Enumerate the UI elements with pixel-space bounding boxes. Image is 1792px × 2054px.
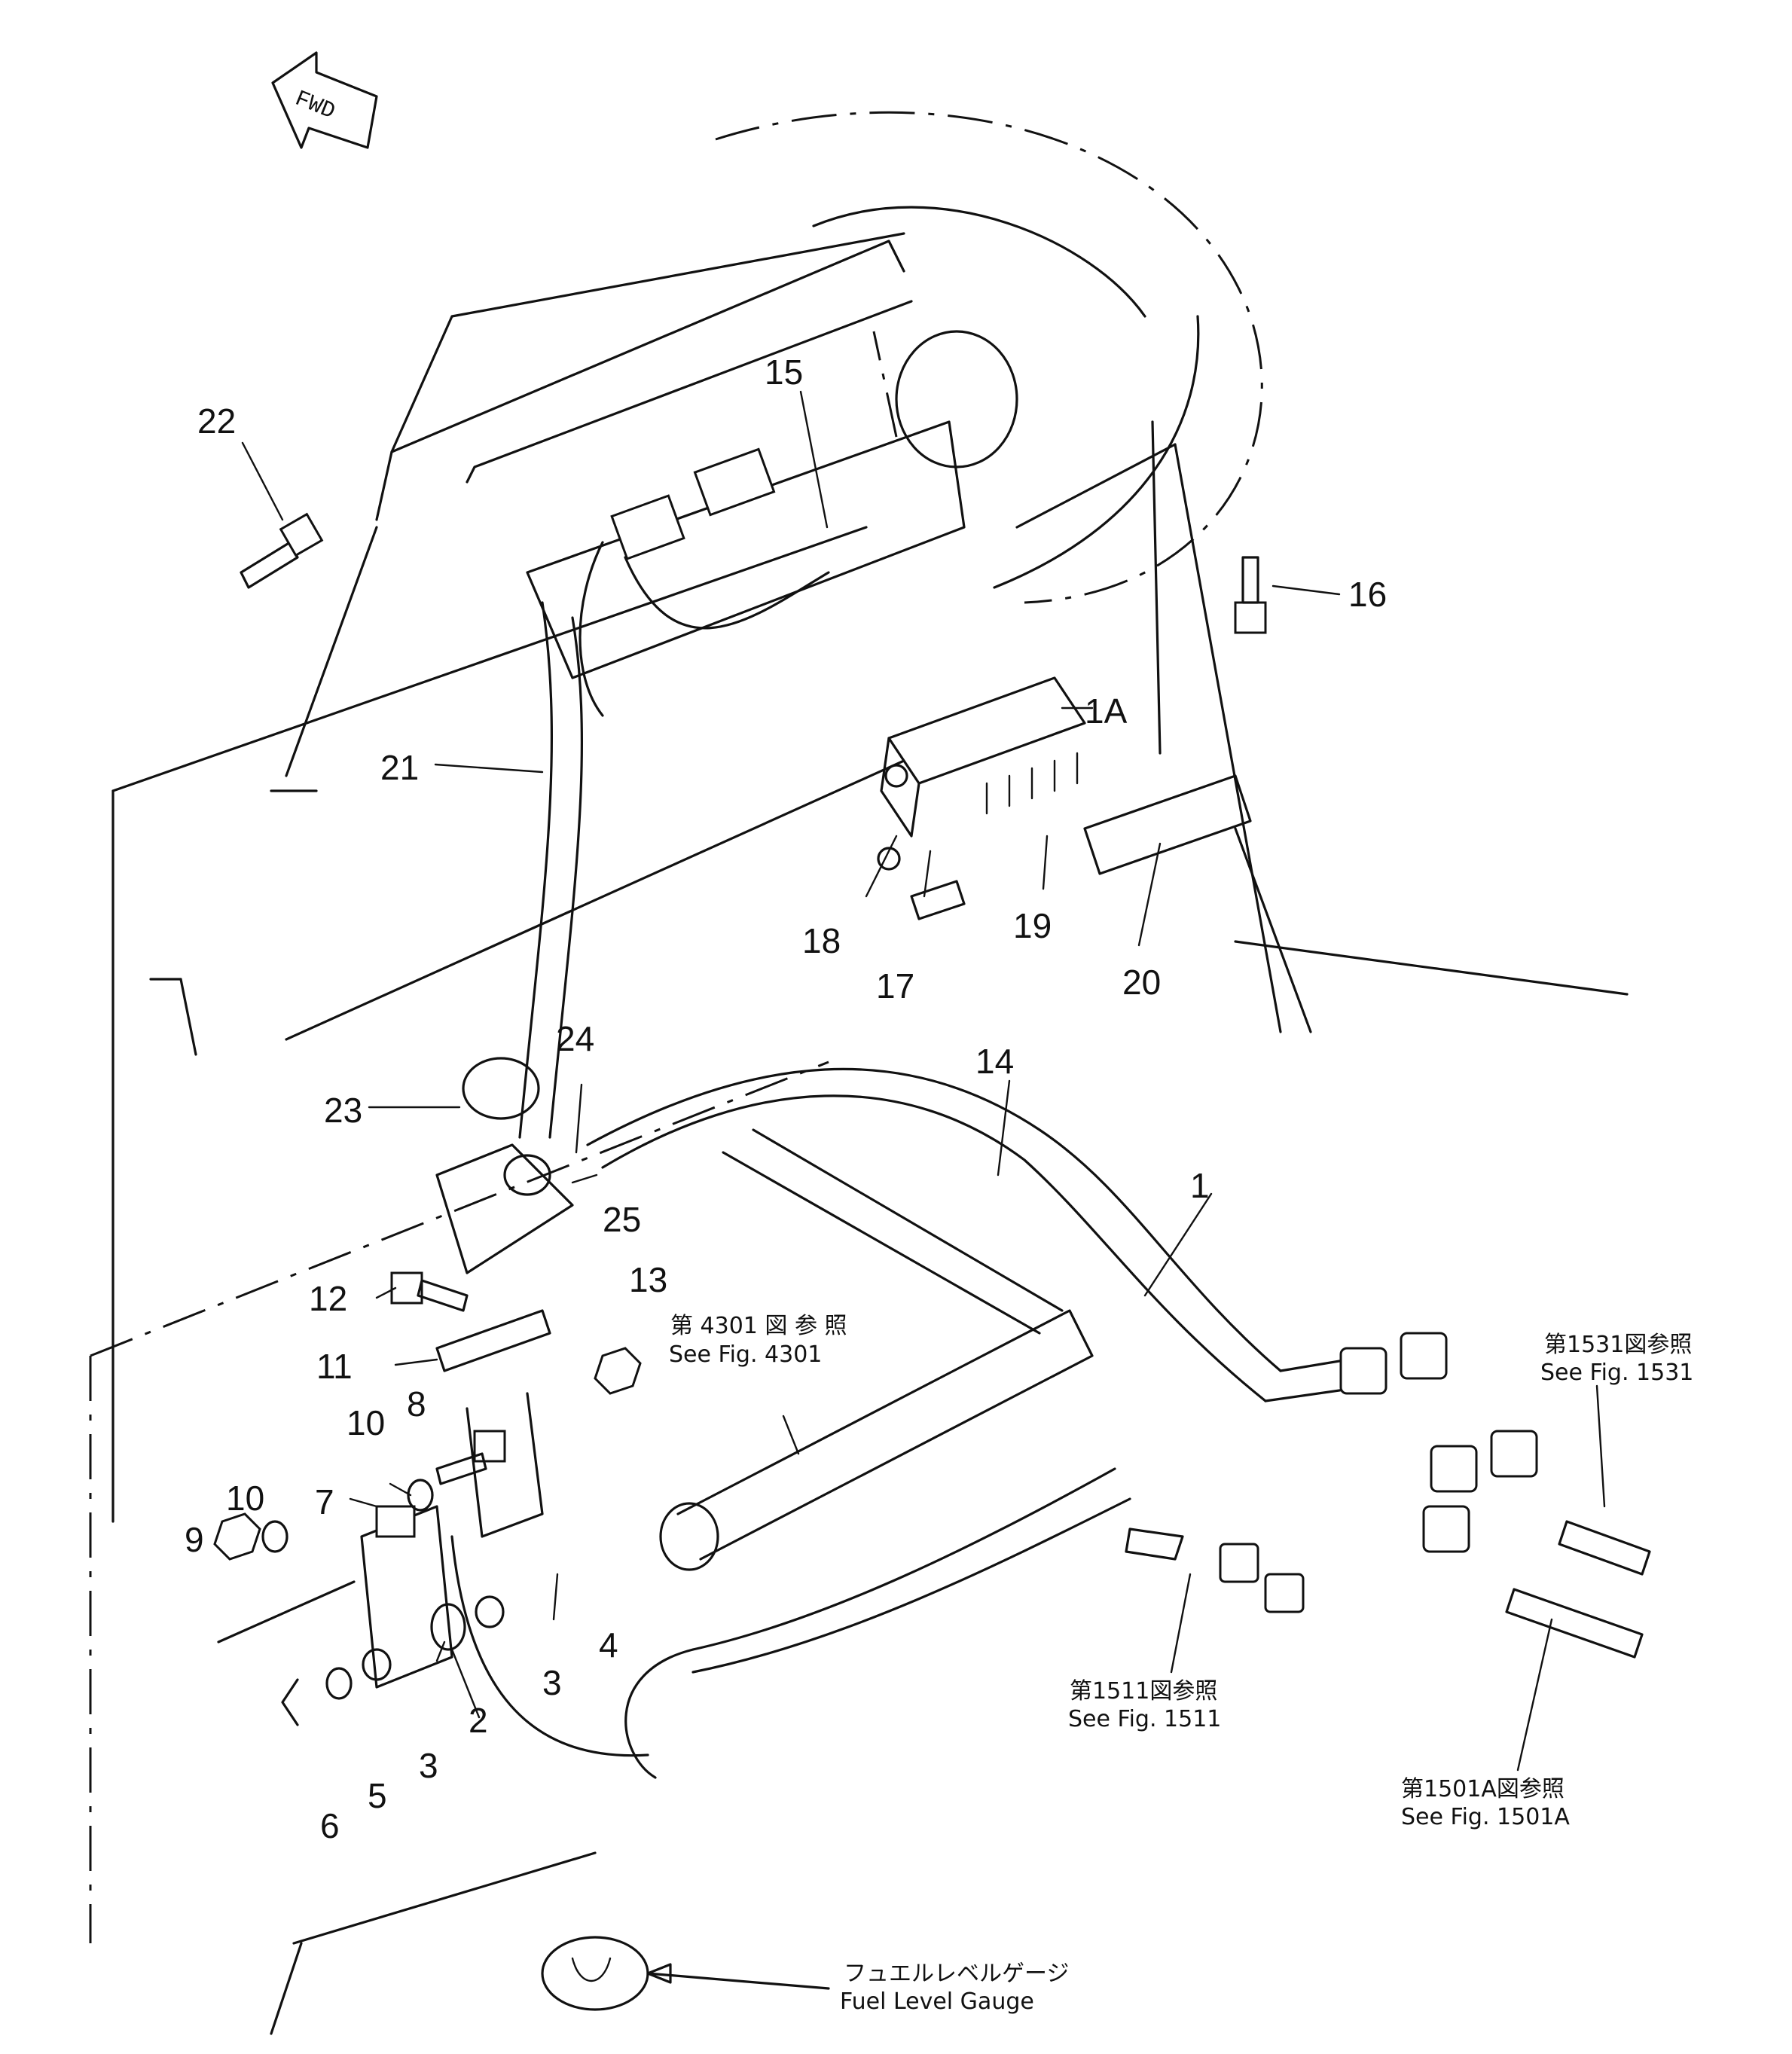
instrument-panel — [89, 232, 1629, 2035]
label-part-24: 24 — [556, 1019, 594, 1058]
ref-fig4301-jp: 第 4301 図 参 照 — [670, 1313, 847, 1339]
ref-fig1531-jp: 第1531図参照 — [1544, 1332, 1692, 1358]
label-part-17: 17 — [876, 966, 914, 1006]
meter-cluster — [526, 330, 1018, 717]
cross-references: 第 4301 図 参 照 See Fig. 4301 第1531図参照 See … — [669, 1313, 1693, 2015]
label-part-13: 13 — [629, 1260, 667, 1299]
fwd-label: FWD — [292, 87, 339, 126]
hardware-small — [213, 1479, 505, 1726]
label-part-2: 2 — [469, 1701, 488, 1740]
forward-direction-arrow: FWD — [271, 51, 378, 149]
tube-component — [659, 1128, 1094, 1571]
ref-fig4301-en: See Fig. 4301 — [669, 1341, 822, 1368]
label-part-9: 9 — [185, 1520, 204, 1559]
label-part-14: 14 — [975, 1042, 1014, 1081]
part-labels: 1 1A 2 3 3 4 5 6 7 8 9 10 10 11 12 13 14… — [185, 353, 1387, 1845]
label-part-18: 18 — [802, 921, 841, 960]
label-part-25: 25 — [603, 1200, 641, 1239]
grommet-and-lamp — [435, 1057, 574, 1274]
label-part-12: 12 — [309, 1279, 347, 1318]
ref-fig1501a-jp: 第1501A図参照 — [1401, 1776, 1565, 1802]
label-part-7: 7 — [315, 1482, 334, 1521]
label-part-11: 11 — [316, 1347, 353, 1386]
label-part-10b: 10 — [346, 1403, 385, 1442]
connector-cluster — [1125, 1332, 1651, 1659]
label-part-21: 21 — [380, 748, 419, 787]
ref-fuel-en: Fuel Level Gauge — [840, 1988, 1034, 2015]
ref-fuel-jp: フュエルレベルゲージ — [844, 1961, 1069, 1987]
bolt-8 — [435, 1430, 506, 1485]
ref-fig1511-jp: 第1511図参照 — [1070, 1678, 1217, 1705]
ref-fig1511-en: See Fig. 1511 — [1068, 1706, 1221, 1732]
fuse-box — [877, 676, 1252, 920]
leader-lines — [241, 390, 1606, 1772]
label-part-19: 19 — [1013, 906, 1052, 945]
nut-13 — [594, 1347, 642, 1395]
label-part-1: 1 — [1190, 1166, 1210, 1205]
steering-wheel — [715, 111, 1263, 604]
label-part-23: 23 — [324, 1091, 362, 1130]
ref-fig1531-en: See Fig. 1531 — [1540, 1360, 1693, 1386]
bracket-assembly — [217, 1309, 551, 1689]
label-part-15: 15 — [765, 353, 803, 392]
label-part-22: 22 — [197, 401, 236, 441]
label-part-3a: 3 — [542, 1663, 562, 1702]
main-harness — [450, 601, 1372, 1779]
label-part-10a: 10 — [226, 1479, 264, 1518]
label-part-6: 6 — [320, 1806, 340, 1845]
fuel-level-gauge — [541, 1936, 830, 2011]
label-part-3b: 3 — [419, 1746, 438, 1785]
label-part-20: 20 — [1122, 963, 1161, 1002]
label-part-5: 5 — [368, 1776, 387, 1815]
label-part-1a: 1A — [1085, 691, 1128, 731]
label-part-16: 16 — [1348, 575, 1387, 614]
ref-fig1501a-en: See Fig. 1501A — [1401, 1804, 1570, 1830]
bolt-12 — [390, 1271, 469, 1312]
bolt-16 — [1234, 556, 1267, 634]
label-part-4: 4 — [599, 1625, 618, 1665]
bolt-22 — [240, 512, 324, 589]
label-part-8: 8 — [407, 1384, 426, 1424]
